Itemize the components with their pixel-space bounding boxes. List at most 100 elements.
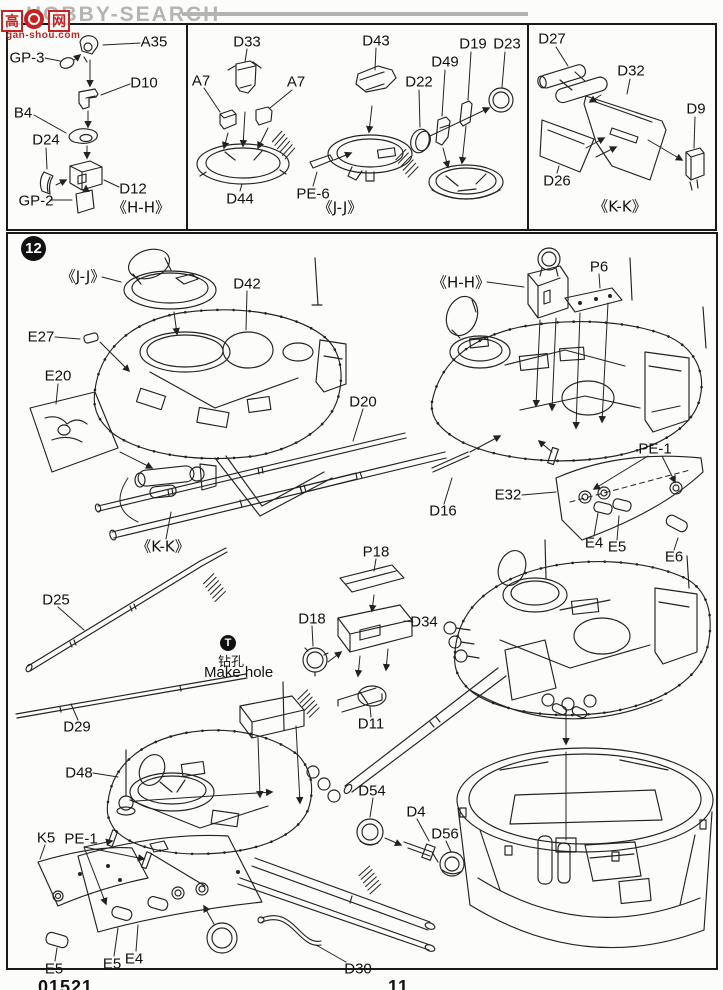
watermark-logo-char-right: 网 [48, 10, 70, 32]
part-label-d48: D48 [65, 764, 93, 782]
section-label-jj: 《J-J》 [317, 198, 363, 217]
part-label-a7-left: A7 [191, 72, 211, 90]
part-label-e5-a: E5 [44, 960, 64, 978]
watermark-logo-char-left: 高 [1, 10, 23, 32]
drawing-part-d43-hatch [355, 47, 397, 134]
part-label-d25: D25 [42, 591, 70, 609]
make-hole-label-cn: 钻孔 [218, 655, 245, 670]
part-label-d10: D10 [130, 74, 158, 92]
drawing-jj-assembly [101, 248, 217, 336]
drawing-part-d27-cylinders [537, 46, 608, 104]
part-label-d27: D27 [538, 30, 566, 48]
drawing-part-d24-curved [39, 147, 68, 195]
drawing-part-d48-antenna [92, 749, 274, 816]
drawing-part-d10-bracket [78, 83, 131, 129]
make-hole-badge: T [220, 635, 236, 651]
part-label-d56: D56 [431, 825, 459, 843]
drawing-part-d34-box [337, 604, 414, 678]
drawing-part-d4-bracket [403, 818, 439, 863]
part-label-d54: D54 [358, 782, 386, 800]
ref-label-kk: 《K-K》 [136, 537, 190, 556]
part-label-d33: D33 [233, 33, 261, 51]
drawing-main-gun-barrel [109, 451, 447, 541]
drawing-part-jj-ring2 [327, 134, 413, 182]
part-label-e5-b: E5 [102, 955, 122, 973]
drawing-turret-top-left [93, 257, 347, 517]
drawing-hh-assembly [486, 247, 569, 412]
drawing-part-d33-periscope [227, 48, 262, 148]
drawing-part-k5-plate [37, 829, 153, 907]
part-label-p6: P6 [589, 258, 609, 276]
part-label-d4: D4 [406, 803, 426, 821]
part-label-d26: D26 [543, 172, 571, 190]
drawing-kk-assembly [119, 463, 217, 540]
part-label-d32: D32 [617, 62, 645, 80]
part-label-b4: B4 [13, 104, 33, 122]
drawing-part-d29-rod [15, 673, 248, 721]
part-label-d20: D20 [349, 393, 377, 411]
watermark-logo-emblem-icon [24, 9, 44, 29]
part-label-d18: D18 [298, 610, 326, 628]
part-label-d34: D34 [410, 613, 438, 631]
part-label-e4-right: E4 [584, 534, 604, 552]
drawing-part-e20-canvas [29, 383, 154, 473]
drawing-part-d16-rod [431, 435, 502, 505]
part-label-gp2: GP-2 [18, 192, 54, 210]
part-label-e5-right: E5 [607, 538, 627, 556]
part-label-k5: K5 [36, 829, 56, 847]
frame-subassembly-kk [527, 23, 717, 231]
drawing-turret-basket [456, 747, 714, 949]
drawing-part-a7-left [203, 87, 237, 150]
part-label-d9: D9 [686, 100, 706, 118]
part-label-d19: D19 [459, 35, 487, 53]
drawing-part-p6-plate [564, 273, 623, 430]
drawing-part-d26-plate [539, 119, 618, 174]
part-label-e27: E27 [27, 328, 55, 346]
part-label-d23: D23 [493, 35, 521, 53]
part-label-d42: D42 [233, 275, 261, 293]
watermark-brand-text: HOBBY-SEARCH [26, 3, 221, 26]
drawing-part-d30-rod [203, 904, 347, 963]
drawing-turret4-barrels [237, 857, 436, 952]
drawing-part-d54-cap [356, 797, 403, 847]
drawing-part-a7-right [255, 89, 293, 150]
drawing-part-d56-cap [439, 840, 465, 877]
part-label-d29: D29 [63, 718, 91, 736]
part-label-d43: D43 [362, 32, 390, 50]
drawing-part-d18-cap [302, 625, 343, 677]
part-label-pe1-right: PE-1 [638, 440, 672, 458]
part-label-e32: E32 [494, 486, 522, 504]
part-label-d16: D16 [429, 502, 457, 520]
drawing-part-d25-barrel [25, 547, 230, 673]
drawing-turret-top-right [430, 257, 707, 463]
drawing-part-p18-plate [339, 558, 405, 613]
drawing-e32-plate [521, 440, 704, 551]
drawing-part-a35-searchlight [44, 35, 141, 88]
drawing-part-d32-plate [583, 78, 667, 181]
part-label-d22: D22 [405, 73, 433, 91]
part-label-e6: E6 [664, 548, 684, 566]
section-label-hh: 《H-H》 [112, 198, 170, 217]
section-label-kk: 《K-K》 [593, 197, 647, 216]
part-label-d30: D30 [344, 960, 372, 978]
part-label-a7-right: A7 [286, 73, 306, 91]
part-label-pe1-left: PE-1 [64, 830, 98, 848]
make-hole-label-en: Make hole [204, 664, 274, 681]
part-label-a35: A35 [140, 33, 168, 51]
watermark-site-url: gan-shou.com [6, 30, 81, 41]
drawing-part-d11-fork [337, 685, 387, 718]
part-label-d24: D24 [32, 131, 60, 149]
drawing-turret-bottom-left [105, 681, 341, 887]
drawing-part-e27 [54, 332, 131, 373]
part-label-d49: D49 [431, 53, 459, 71]
drawing-mantlet-plate [45, 834, 263, 962]
ref-label-hh: 《H-H》 [432, 273, 490, 292]
drawing-part-d20-barrel [94, 408, 407, 513]
part-label-gp3: GP-3 [9, 49, 45, 67]
part-label-d12: D12 [119, 180, 147, 198]
part-label-e4-b: E4 [124, 950, 144, 968]
page-number: 11 [388, 977, 410, 990]
step-number-badge: 12 [21, 236, 46, 261]
drawing-part-d9-box [647, 116, 705, 191]
